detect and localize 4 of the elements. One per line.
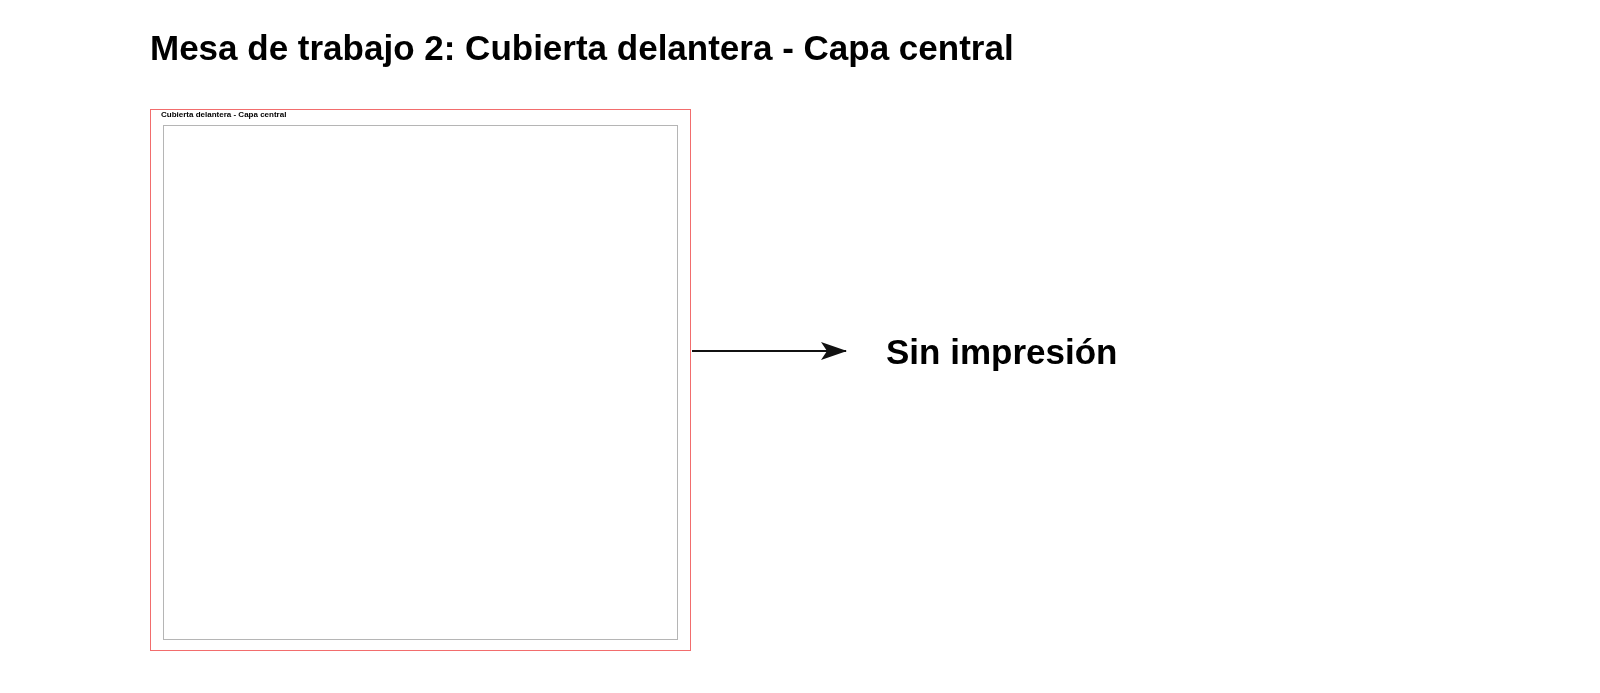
frame-label: Cubierta delantera - Capa central [161,110,287,120]
label-text: Sin impresión [886,333,1118,369]
arrow [691,342,847,360]
diagram-title: Mesa de trabajo 2: Cubierta delantera - Capa central [150,27,1014,69]
